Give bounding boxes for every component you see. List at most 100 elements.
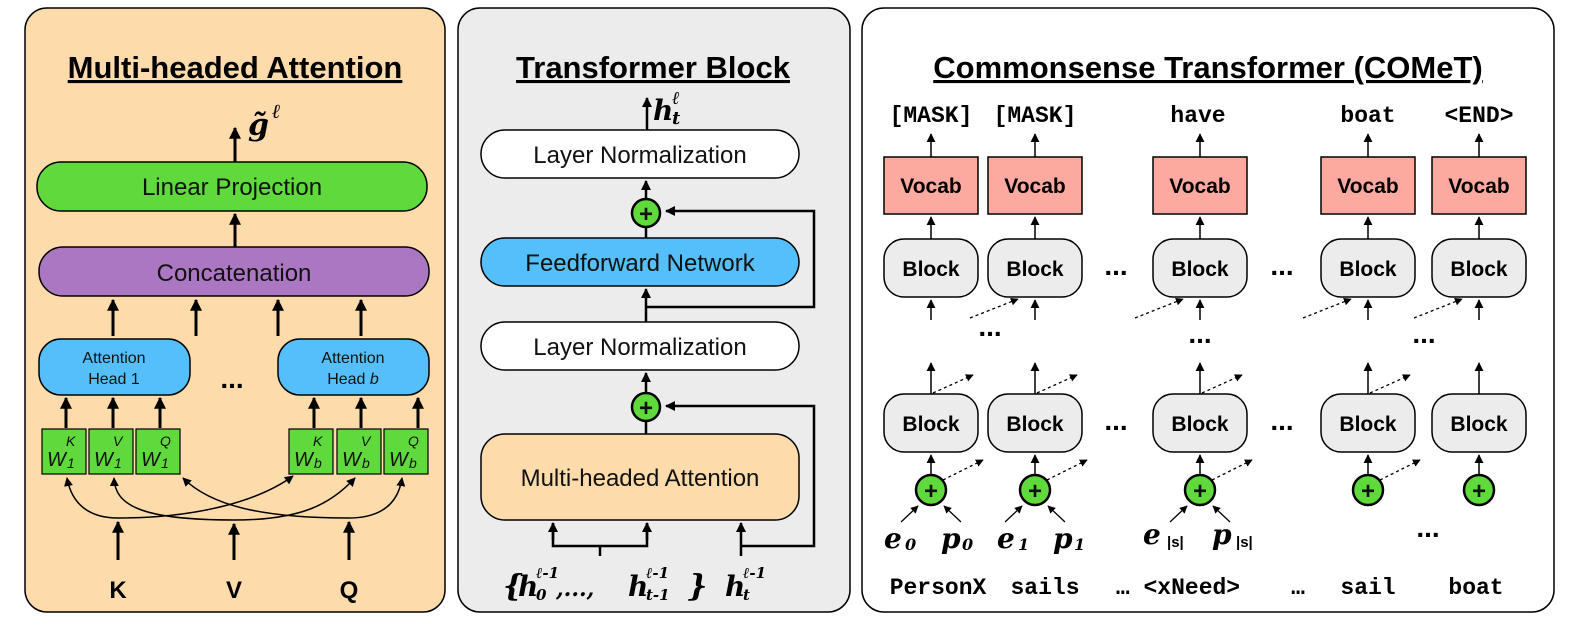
svg-text:t-1: t-1 [646,586,670,604]
bottom-block-box [987,393,1083,453]
residual-skip-top [646,206,816,309]
top-block-box [1431,238,1527,298]
input-q-label: Q [340,577,359,604]
sum-dotted-arrow [1046,459,1088,481]
svg-text:h: h [628,570,648,603]
weight-wbv: W V b [336,428,382,475]
feedforward-label: Feedforward Network [525,250,755,277]
bottom-row-ellipsis-2: ... [1270,405,1293,436]
bottom-block-box [1320,393,1416,453]
panel-comet: Commonsense Transformer (COMeT) [MASK] [… [861,7,1555,613]
svg-text:|s|: |s| [1236,534,1253,551]
attention-dotted-arrow [1413,297,1463,319]
svg-text:e: e [1143,518,1161,551]
attention-dotted-arrow [1302,297,1352,319]
vocab-box [1152,156,1248,215]
bottom-block-label: Block [1339,413,1397,436]
attention-head-1-box [38,338,191,396]
attention-head-b-box [277,338,430,396]
bottom-block-box [883,393,979,453]
vocab-box [1320,156,1416,215]
svg-text:t: t [743,586,750,604]
vocab-label: Vocab [1004,175,1065,198]
residual-add-top: + [630,197,662,229]
input-token-5: boat [1448,575,1503,601]
input-token-1: sails [1010,575,1079,601]
svg-text:1: 1 [1018,535,1029,554]
bottom-block-label: Block [1450,413,1508,436]
svg-text:b: b [362,455,370,471]
output-token-3: boat [1340,103,1395,129]
mha-panel-background [24,7,446,613]
svg-text:0: 0 [536,586,547,604]
position-embedding-arrow [1212,505,1231,523]
tb-panel-title: Transformer Block [516,50,791,85]
input-v-label: V [226,577,242,604]
top-block-box [883,238,979,298]
svg-text:1: 1 [1074,535,1085,554]
linear-projection-label: Linear Projection [142,174,322,201]
input-token-4: sail [1340,575,1395,601]
layer-norm-bottom-label: Layer Normalization [533,334,746,361]
tb-output-sup: ℓ [672,88,680,109]
top-block-box [1152,238,1248,298]
top-block-label: Block [1450,258,1508,281]
svg-text:0: 0 [905,535,916,554]
plus-glyph: + [1361,478,1375,505]
svg-text:K: K [313,433,323,449]
heads-ellipsis: ... [220,363,243,394]
top-block-box [987,238,1083,298]
token-embedding-arrow [1169,505,1188,523]
bottom-block-label: Block [902,413,960,436]
layer-norm-top-label: Layer Normalization [533,142,746,169]
svg-text:}: } [688,569,707,604]
attention-head-1-line2: Head 1 [88,371,140,388]
residual-add-bottom: + [630,391,662,423]
comet-panel-background [861,7,1555,613]
attention-head-b-line1: Attention [321,350,384,367]
svg-text:+: + [639,201,653,228]
svg-text:1: 1 [114,455,122,471]
top-block-label: Block [1339,258,1397,281]
embedding-ellipsis: ... [1416,512,1439,543]
vocab-label: Vocab [1337,175,1398,198]
vocab-label: Vocab [1169,175,1230,198]
concatenation-label: Concatenation [157,260,312,287]
svg-text:b: b [409,455,417,471]
layer-ellipsis-2: ... [1188,318,1211,349]
svg-text:V: V [361,433,372,449]
panel-transformer-block: Transformer Block h ℓ t Layer Normalizat… [457,7,851,613]
embedding-sum-icon [1183,473,1217,507]
bottom-block-box [1152,393,1248,453]
svg-text:,...,: ,..., [555,576,594,602]
attention-head-1-line1: Attention [82,350,145,367]
plus-glyph: + [924,478,938,505]
svg-text:W: W [389,449,410,471]
input-token-0: PersonX [890,575,987,601]
plus-glyph: + [1472,478,1486,505]
svg-text:ℓ-1: ℓ-1 [536,564,559,582]
bottom-block-dotted-arrow [1201,374,1243,394]
svg-text:b: b [314,455,322,471]
svg-text:1: 1 [67,455,75,471]
attention-head-b-line2: Head b [327,371,379,388]
output-symbol-g: g̃ [248,108,269,143]
embedding-0: e 0 p 0 [884,522,973,555]
svg-text:W: W [342,449,363,471]
top-block-label: Block [1171,258,1229,281]
bottom-block-dotted-arrow [1036,374,1078,394]
current-input: h ℓ-1 t [725,564,766,604]
weight-wbk: W K b [288,428,334,475]
vocab-box [987,156,1083,215]
linear-projection-box [36,161,428,212]
bottom-block-dotted-arrow [1369,374,1411,394]
attention-dotted-arrow [1134,297,1184,319]
svg-text:p: p [941,522,961,555]
token-embedding-arrow [900,505,919,523]
embedding-s: e |s| p |s| [1143,518,1253,551]
